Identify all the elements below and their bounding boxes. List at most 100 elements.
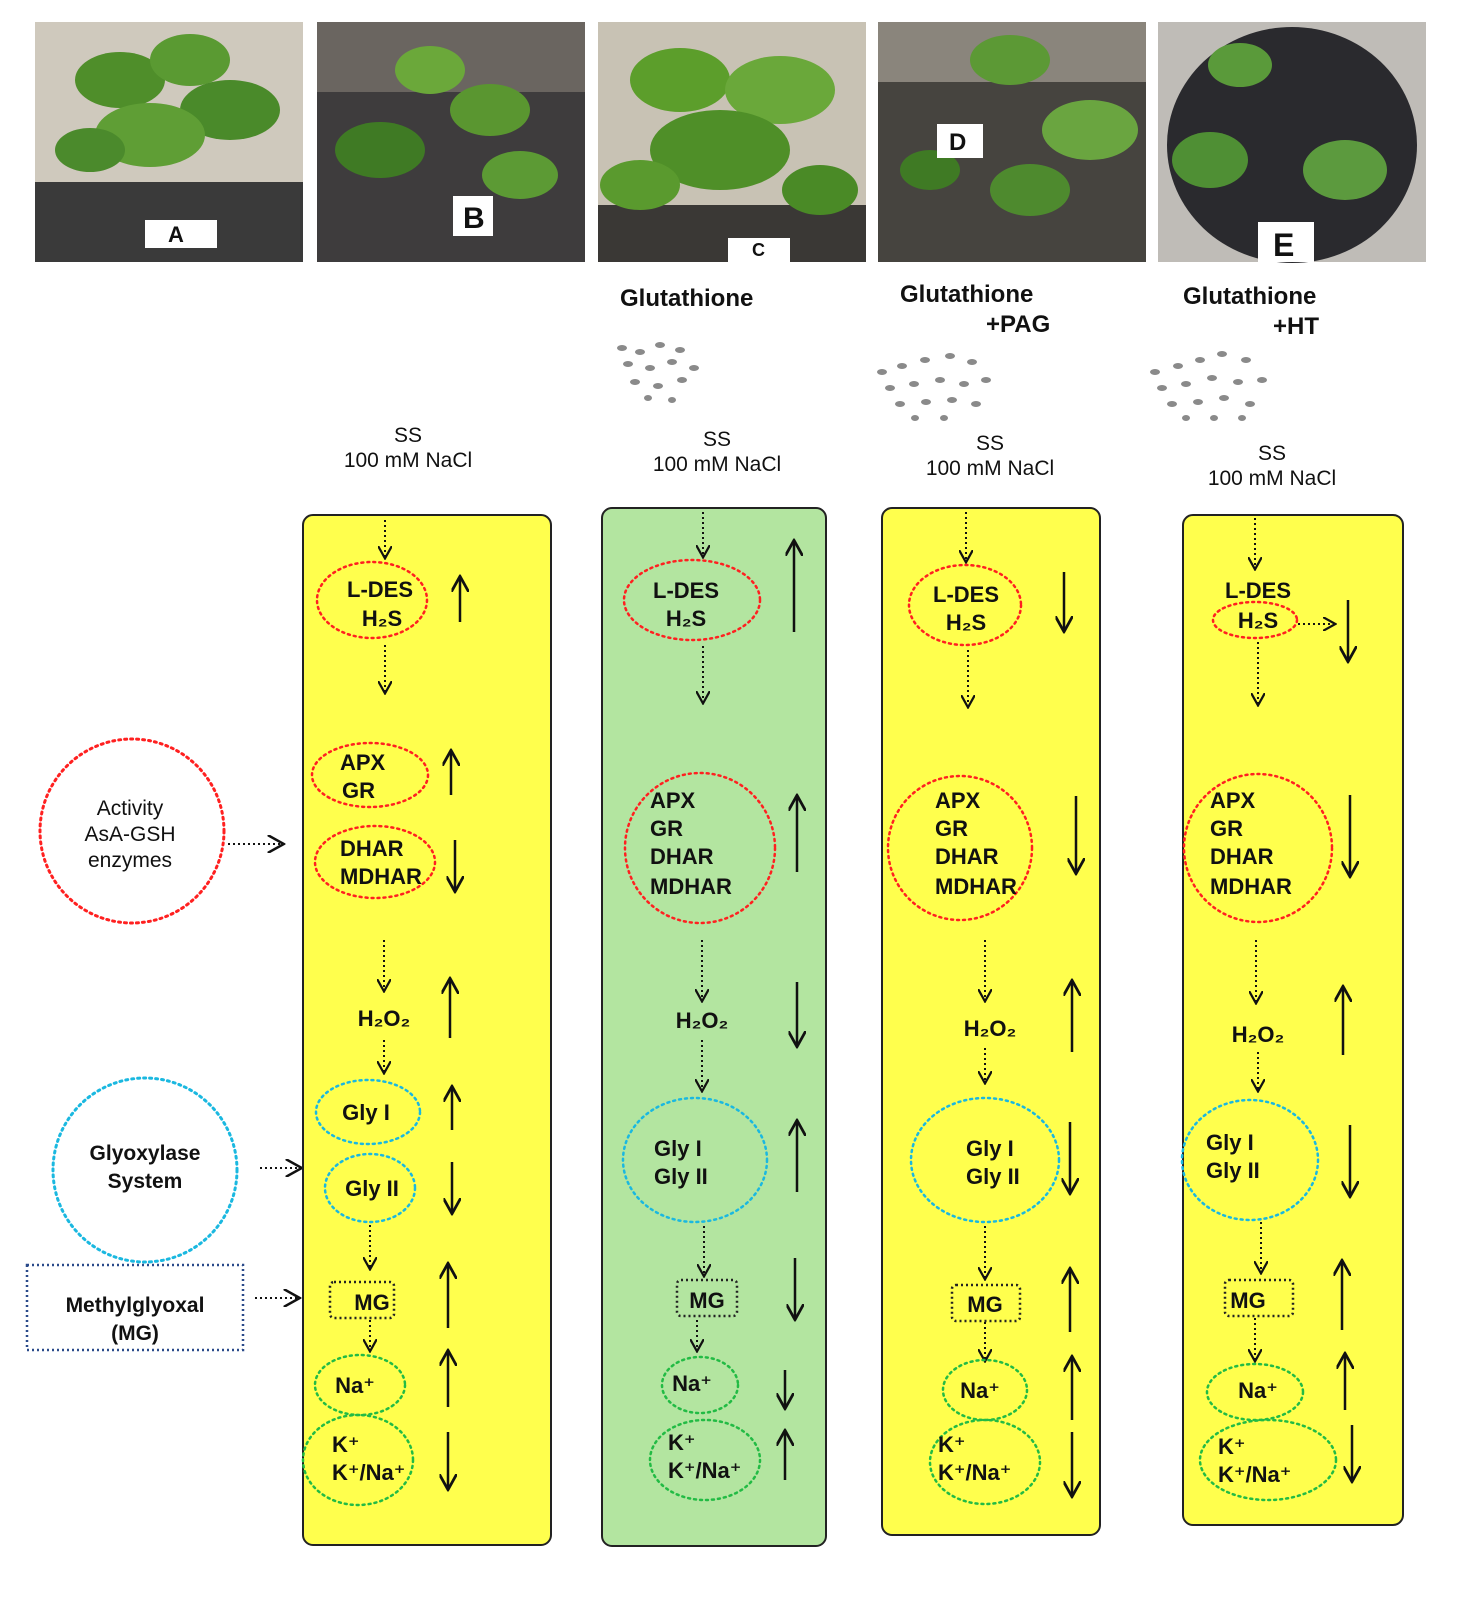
photo-b-tag — [453, 196, 493, 236]
photo-e-pot — [1167, 27, 1417, 263]
na-oval — [313, 1353, 407, 1417]
photo-a-leaf — [75, 52, 165, 108]
stress-c-nacl: 100 mM NaCl — [653, 453, 781, 476]
apx-gr-oval — [310, 741, 430, 809]
gr-label: GR — [342, 778, 375, 803]
apx-label: APX — [650, 788, 696, 813]
photo-b-leaf — [482, 151, 558, 199]
photo-a-letter: A — [168, 222, 184, 247]
ldes-h2s-oval — [315, 560, 429, 640]
photo-c-tag — [728, 238, 790, 262]
ldes-label: L-DES — [653, 578, 719, 603]
mdhar-label: MDHAR — [1210, 874, 1292, 899]
photo-c-leaf — [600, 160, 680, 210]
ldes-h2s-oval — [907, 563, 1023, 647]
dhar-label: DHAR — [935, 844, 999, 869]
gly1-label: Gly I — [1206, 1130, 1254, 1155]
k-kna-oval — [648, 1418, 762, 1502]
apx-label: APX — [1210, 788, 1256, 813]
gly2-label: Gly II — [654, 1164, 708, 1189]
stress-d-nacl: 100 mM NaCl — [926, 457, 1054, 480]
photo-c-letter: C — [752, 240, 765, 260]
ldes-label: L-DES — [1225, 578, 1291, 603]
k-kna-oval — [301, 1413, 415, 1507]
panel-c-bg — [601, 507, 827, 1547]
gly2-label: Gly II — [966, 1164, 1020, 1189]
photo-e-tag — [1258, 222, 1314, 262]
gr-label: GR — [1210, 816, 1243, 841]
photo-a-tag — [145, 220, 217, 248]
photo-d-leaf — [970, 35, 1050, 85]
treatment-e-label: Glutathione — [1183, 283, 1316, 310]
k-label: K⁺ — [1218, 1434, 1246, 1459]
photo-a: A — [35, 22, 303, 262]
photo-a-leaf — [55, 128, 125, 172]
stress-c-ss: SS — [703, 428, 731, 451]
legend-mg-line2: (MG) — [111, 1322, 159, 1345]
legend-glyoxylase-line1: Glyoxylase — [90, 1142, 201, 1165]
photo-a-leaf — [180, 80, 280, 140]
legend-glyoxylase-circle — [51, 1076, 239, 1264]
h2s-label: H₂S — [362, 606, 402, 631]
ldes-label: L-DES — [933, 582, 999, 607]
ldes-h2s-oval — [622, 558, 762, 642]
treatment-c-label: Glutathione — [620, 285, 753, 312]
legend-glyoxylase-line2: System — [108, 1170, 183, 1193]
legend-enzymes-line1: Activity — [97, 797, 164, 820]
na-oval — [660, 1355, 740, 1415]
photo-b-leaf — [450, 84, 530, 136]
photo-c-leaf — [782, 165, 858, 215]
photo-e-leaf — [1208, 43, 1272, 87]
panel-d-bg — [881, 507, 1101, 1536]
photo-e-leaf — [1303, 140, 1387, 200]
k-label: K⁺ — [938, 1432, 966, 1457]
gly2-label: Gly II — [1206, 1158, 1260, 1183]
legend: Activity AsA-GSH enzymes Glyoxylase Syst… — [25, 737, 300, 1352]
photo-a-leaf — [150, 34, 230, 86]
h2o2-label: H₂O₂ — [358, 1006, 411, 1031]
asa-gsh-circle — [1182, 772, 1334, 924]
legend-enzymes-circle — [38, 737, 226, 925]
panel-c: L-DES H₂S APX GR DHAR MDHAR H₂O₂ Gly I G… — [601, 507, 827, 1547]
treatment-headers: Glutathione Glutathione +PAG Glutathione… — [620, 281, 1319, 340]
dhar-label: DHAR — [650, 844, 714, 869]
kna-label: K⁺/Na⁺ — [938, 1460, 1011, 1485]
mg-label: MG — [689, 1288, 724, 1313]
mg-label: MG — [1230, 1288, 1265, 1313]
photo-c-leaf — [725, 56, 835, 124]
mdhar-label: MDHAR — [935, 874, 1017, 899]
photo-c-leaf — [650, 110, 790, 190]
gly1-oval — [314, 1078, 422, 1146]
mg-box — [950, 1283, 1022, 1323]
photo-b-leaf — [395, 46, 465, 94]
stress-e-nacl: 100 mM NaCl — [1208, 467, 1336, 490]
panel-b: L-DES H₂S APX GR DHAR MDHAR H₂O₂ Gly I G… — [301, 514, 552, 1546]
dhar-mdhar-oval — [313, 824, 437, 900]
h2s-label: H₂S — [666, 606, 706, 631]
spray-droplets-c — [617, 342, 699, 403]
kna-label: K⁺/Na⁺ — [1218, 1462, 1291, 1487]
panel-b-bg — [302, 514, 552, 1546]
stress-e-ss: SS — [1258, 442, 1286, 465]
stress-b-nacl: 100 mM NaCl — [344, 449, 472, 472]
mg-box — [1223, 1278, 1295, 1318]
k-kna-oval — [928, 1418, 1042, 1506]
spray-droplets-e — [1150, 351, 1267, 421]
photo-b-letter: B — [463, 202, 485, 235]
kna-label: K⁺/Na⁺ — [668, 1458, 741, 1483]
glyoxylase-oval — [909, 1096, 1061, 1224]
photo-e-leaf — [1172, 132, 1248, 188]
stress-d-ss: SS — [976, 432, 1004, 455]
gly1-label: Gly I — [654, 1136, 702, 1161]
h2o2-label: H₂O₂ — [676, 1008, 729, 1033]
apx-label: APX — [340, 750, 386, 775]
photo-e-letter: E — [1273, 227, 1294, 263]
na-label: Na⁺ — [335, 1373, 375, 1398]
stress-b-ss: SS — [394, 424, 422, 447]
glyoxylase-oval — [1180, 1098, 1320, 1222]
kna-label: K⁺/Na⁺ — [332, 1460, 405, 1485]
k-kna-oval — [1198, 1418, 1338, 1502]
dhar-label: DHAR — [340, 836, 404, 861]
na-label: Na⁺ — [960, 1378, 1000, 1403]
spray-droplets-d — [877, 353, 991, 421]
